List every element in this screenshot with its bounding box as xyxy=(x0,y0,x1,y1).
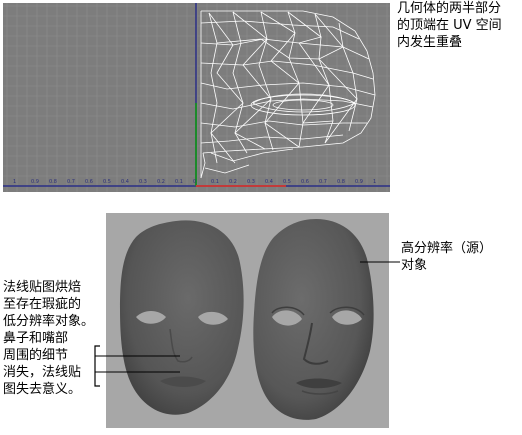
u-tick-label: 0.5 xyxy=(283,179,291,185)
high-resolution-mask xyxy=(253,219,374,420)
u-tick-label: 0.9 xyxy=(355,179,363,185)
u-tick-label: 0.8 xyxy=(337,179,345,185)
u-tick-label: 0.3 xyxy=(247,179,255,185)
overlap-note: 几何体的两半部分 的顶端在 UV 空间 内发生重叠 xyxy=(397,1,502,50)
u-tick-label: 0.2 xyxy=(157,179,165,185)
render-canvas xyxy=(120,219,374,420)
u-tick-label: 1 xyxy=(13,179,17,185)
low-res-bracket xyxy=(94,345,100,387)
u-tick-label: 1 xyxy=(373,179,377,185)
u-tick-label: 0.9 xyxy=(31,179,39,185)
low-res-note: 法线贴图烘焙 至存在瑕疵的 低分辨率对象。 鼻子和嘴部 周围的细节 消失，法线贴… xyxy=(3,280,95,397)
u-tick-label: 0.4 xyxy=(121,179,129,185)
u-tick-label: 0.7 xyxy=(67,179,75,185)
u-tick-label: 0.8 xyxy=(49,179,57,185)
uv-wireframe xyxy=(200,10,376,179)
u-tick-label: 0.1 xyxy=(211,179,219,185)
u-tick-label: 0.7 xyxy=(319,179,327,185)
u-tick-label: 0.1 xyxy=(175,179,183,185)
u-tick-label: 0.5 xyxy=(103,179,111,185)
uv-canvas xyxy=(3,3,390,192)
u-tick-label: 0 xyxy=(193,179,197,185)
u-tick-label: 0.6 xyxy=(85,179,93,185)
high-res-note: 高分辨率（源） 对象 xyxy=(401,241,493,273)
uv-editor-viewport[interactable]: 1 0.9 0.8 0.7 0.6 0.5 0.4 0.3 0.2 0.1 0 0.1 0.2 0.3 0.… xyxy=(3,3,390,192)
u-tick-label: 0.4 xyxy=(265,179,273,185)
low-resolution-mask xyxy=(120,220,244,415)
render-viewport[interactable] xyxy=(106,213,389,428)
u-tick-label: 0.6 xyxy=(301,179,309,185)
u-tick-label: 0.2 xyxy=(229,179,237,185)
u-tick-label: 0.3 xyxy=(139,179,147,185)
